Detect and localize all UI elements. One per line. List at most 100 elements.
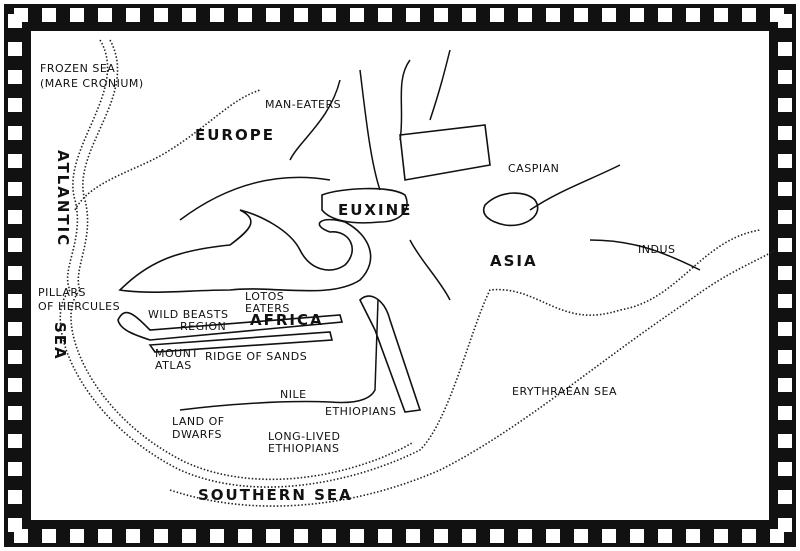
border-segment [462, 8, 476, 22]
border-segment [658, 529, 672, 543]
border-segment [8, 126, 22, 140]
label-land-of: LAND OF [172, 415, 225, 428]
border-segment [778, 350, 792, 364]
border-segment [778, 42, 792, 56]
map-labels: FROZEN SEA (MARE CRONIUM) MAN-EATERS EUR… [38, 62, 675, 504]
border-segment [210, 8, 224, 22]
border-segment [778, 182, 792, 196]
border-segment [350, 8, 364, 22]
label-asia: ASIA [490, 252, 538, 270]
border-segment [518, 529, 532, 543]
border-segment [778, 378, 792, 392]
border-segment [8, 98, 22, 112]
border-segment [126, 8, 140, 22]
border-segment [266, 529, 280, 543]
border-segment [238, 8, 252, 22]
border-segment [518, 8, 532, 22]
label-mount: MOUNT [155, 347, 199, 360]
border-segment [778, 238, 792, 252]
border-segment [630, 8, 644, 22]
border-segment [778, 490, 792, 504]
border-segment [778, 154, 792, 168]
border-segment [630, 529, 644, 543]
border-segment [378, 8, 392, 22]
border-segment [778, 14, 792, 28]
border-segment [42, 529, 56, 543]
border-segment [8, 406, 22, 420]
border-segment [778, 434, 792, 448]
label-nile: NILE [280, 388, 307, 401]
decorative-border [4, 4, 796, 547]
border-segment [778, 462, 792, 476]
border-segment [8, 462, 22, 476]
border-segment [434, 8, 448, 22]
border-segment [778, 210, 792, 224]
rivers [179, 49, 701, 411]
border-segment [210, 529, 224, 543]
border-segment [406, 529, 420, 543]
euxine-sea [321, 187, 408, 224]
border-segment [602, 8, 616, 22]
border-segment [742, 8, 756, 22]
border-segment [8, 266, 22, 280]
border-segment [778, 294, 792, 308]
border-segment [574, 529, 588, 543]
label-sea: SEA [51, 322, 69, 361]
border-segment [350, 529, 364, 543]
label-of-hercules: OF HERCULES [38, 300, 120, 313]
border-segment [778, 266, 792, 280]
label-ridge-of-sands: RIDGE OF SANDS [205, 350, 307, 363]
label-africa: AFRICA [250, 311, 324, 329]
label-euxine: EUXINE [338, 201, 412, 219]
border-segment [8, 182, 22, 196]
border-segment [406, 8, 420, 22]
label-long-lived: LONG-LIVED [268, 430, 340, 443]
label-long-lived-ethiopians: ETHIOPIANS [268, 442, 339, 455]
border-segment [714, 529, 728, 543]
border-segment [322, 529, 336, 543]
border-segment [778, 406, 792, 420]
border-segment [742, 529, 756, 543]
border-segment [778, 98, 792, 112]
border-segment [8, 350, 22, 364]
border-segment [266, 8, 280, 22]
label-mare-cronium: (MARE CRONIUM) [40, 77, 144, 90]
label-atlas: ATLAS [155, 359, 192, 372]
border-segment [8, 490, 22, 504]
border-segment [778, 126, 792, 140]
label-lotos: LOTOS [245, 290, 284, 303]
border-segment [154, 529, 168, 543]
landmasses [117, 124, 539, 413]
label-europe: EUROPE [195, 126, 275, 144]
border-segment [686, 529, 700, 543]
border-segment [8, 70, 22, 84]
border-segment [154, 8, 168, 22]
border-segment [8, 42, 22, 56]
border-segment [8, 14, 22, 28]
border-segment [294, 529, 308, 543]
border-segment [434, 529, 448, 543]
border-segment [546, 8, 560, 22]
border-segment [8, 322, 22, 336]
border-segment [322, 8, 336, 22]
border-segment [602, 529, 616, 543]
border-segment [778, 70, 792, 84]
border-segment [714, 8, 728, 22]
label-caspian: CASPIAN [508, 162, 559, 175]
label-southern-sea: SOUTHERN SEA [198, 486, 353, 504]
border-segment [14, 529, 28, 543]
border-segment [378, 529, 392, 543]
border-segment [490, 8, 504, 22]
label-eaters: EATERS [245, 302, 290, 315]
border-segment [42, 8, 56, 22]
border-segment [70, 529, 84, 543]
label-region: REGION [180, 320, 226, 333]
border-segment [8, 210, 22, 224]
label-frozen-sea: FROZEN SEA [40, 62, 115, 75]
border-segment [546, 529, 560, 543]
border-segment [8, 434, 22, 448]
label-indus: INDUS [638, 243, 675, 256]
border-segment [8, 378, 22, 392]
border-segment [770, 529, 784, 543]
